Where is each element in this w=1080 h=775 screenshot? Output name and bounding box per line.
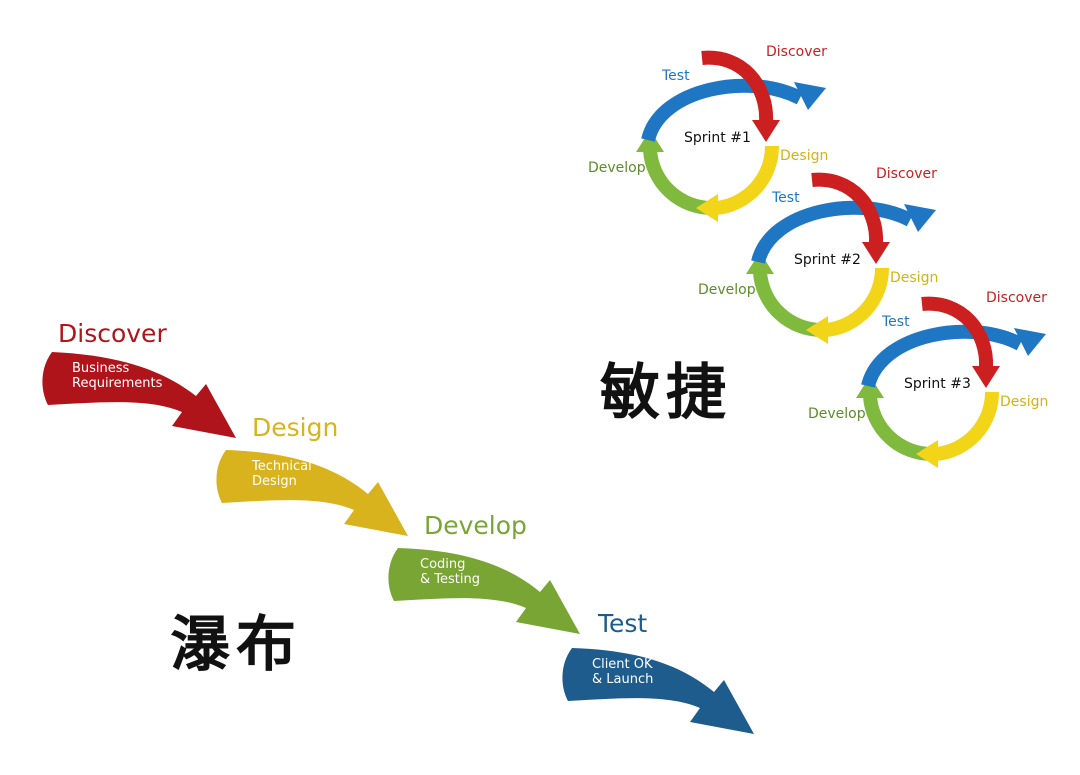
sprint-2-design-label: Design bbox=[890, 270, 938, 286]
test-detail-line2: & Launch bbox=[592, 672, 653, 687]
waterfall-step-discover: Discover Business Requirements bbox=[42, 319, 236, 438]
test-arrow bbox=[562, 648, 754, 734]
sprint-1-discover-label: Discover bbox=[766, 44, 827, 60]
sprint-2-design-arrowhead bbox=[806, 316, 828, 344]
sprint-3-name: Sprint #3 bbox=[904, 376, 971, 392]
discover-detail-line2: Requirements bbox=[72, 376, 163, 391]
sprint-1-test-arrowhead bbox=[794, 82, 826, 110]
waterfall-step-design: Design Technical Design bbox=[216, 413, 408, 536]
sprint-3-discover-arrowhead bbox=[972, 366, 1000, 388]
sprint-3-discover-arc bbox=[921, 296, 994, 369]
sprint-1-design-arrowhead bbox=[696, 194, 718, 222]
design-detail-line1: Technical bbox=[251, 459, 312, 474]
sprint-3-develop-label: Develop bbox=[808, 406, 866, 422]
sprint-3-design-arc bbox=[935, 391, 1000, 461]
test-detail-line1: Client OK bbox=[592, 657, 653, 672]
sprint-3-design-label: Design bbox=[1000, 394, 1048, 410]
sprint-1-develop-label: Develop bbox=[588, 160, 646, 176]
sprint-3-test-arrowhead bbox=[1014, 328, 1046, 356]
design-detail-line2: Design bbox=[252, 474, 297, 489]
develop-detail-line2: & Testing bbox=[420, 572, 480, 587]
discover-arrow bbox=[42, 352, 236, 438]
sprint-1-develop-arrowhead bbox=[636, 130, 664, 152]
sprint-3-develop-arrowhead bbox=[856, 376, 884, 398]
develop-title: Develop bbox=[424, 511, 527, 540]
sprint-3-test-label: Test bbox=[881, 314, 910, 330]
agile-title: 敏捷 bbox=[600, 358, 732, 428]
agile-sprints: Sprint #1TestDiscoverDesignDevelopSprint… bbox=[588, 44, 1048, 468]
sprint-1-design-label: Design bbox=[780, 148, 828, 164]
sprint-1-develop-arc bbox=[643, 149, 713, 216]
sprint-3-develop-arc bbox=[863, 395, 933, 462]
discover-title: Discover bbox=[58, 319, 167, 348]
sprint-1-design-arc bbox=[715, 145, 780, 215]
sprint-2-discover-label: Discover bbox=[876, 166, 937, 182]
waterfall-step-develop: Develop Coding & Testing bbox=[388, 511, 580, 634]
sprint-1-test-label: Test bbox=[661, 68, 690, 84]
sprint-1-discover-arrowhead bbox=[752, 120, 780, 142]
waterfall-step-test: Test Client OK & Launch bbox=[562, 609, 754, 734]
sprint-2-develop-label: Develop bbox=[698, 282, 756, 298]
sprint-2-develop-arrowhead bbox=[746, 252, 774, 274]
design-arrow bbox=[216, 450, 408, 536]
sprint-1-discover-arc bbox=[701, 50, 774, 123]
develop-arrow bbox=[388, 548, 580, 634]
sprint-3-discover-label: Discover bbox=[986, 290, 1047, 306]
sprint-2-design-arc bbox=[825, 267, 890, 337]
sprint-1-test-arc bbox=[641, 78, 804, 143]
sprint-2-test-arrowhead bbox=[904, 204, 936, 232]
develop-detail-line1: Coding bbox=[420, 557, 465, 572]
sprint-2-discover-arrowhead bbox=[862, 242, 890, 264]
sprint-1-name: Sprint #1 bbox=[684, 130, 751, 146]
sprint-3-design-arrowhead bbox=[916, 440, 938, 468]
sprint-2-test-label: Test bbox=[771, 190, 800, 206]
sprint-2-discover-arc bbox=[811, 172, 884, 245]
sprint-2-name: Sprint #2 bbox=[794, 252, 861, 268]
discover-detail-line1: Business bbox=[72, 361, 130, 376]
waterfall-title: 瀑布 bbox=[170, 610, 302, 680]
sprint-3-test-arc bbox=[861, 324, 1024, 389]
sprint-2-develop-arc bbox=[753, 271, 823, 338]
sprint-2-test-arc bbox=[751, 200, 914, 265]
design-title: Design bbox=[252, 413, 338, 442]
test-title: Test bbox=[597, 609, 647, 638]
